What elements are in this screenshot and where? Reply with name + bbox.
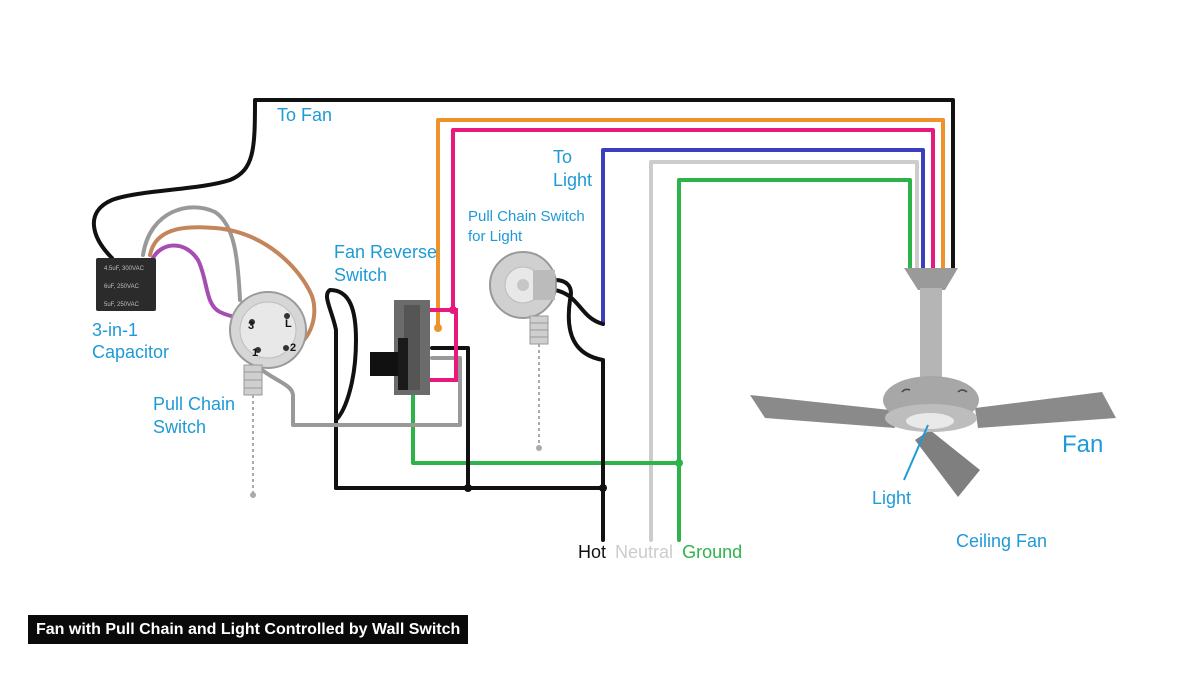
ceiling-fan: [750, 268, 1116, 497]
label-hot: Hot: [578, 542, 606, 562]
junction-hot-2: [599, 484, 607, 492]
capacitor-rating-1: 4.5uF, 300VAC: [104, 266, 145, 272]
fan-blade-right: [975, 392, 1116, 428]
wire-ground-branch: [411, 380, 681, 465]
wire-hot-to-switch: [325, 288, 358, 490]
light-pull-chain-switch: [489, 251, 557, 451]
junction-ground: [675, 459, 683, 467]
label-light: Light: [872, 488, 911, 508]
wire-gray-loop: [141, 205, 242, 302]
wire-brown: [148, 225, 317, 350]
svg-text:Hot Neutral Ground: Hot Neutral Ground: [578, 542, 742, 562]
fan-blade-left: [750, 395, 895, 428]
label-neutral: Neutral: [615, 542, 673, 562]
light-pointer-line: [903, 424, 929, 481]
wire-pink: [451, 128, 935, 310]
label-to-light-line1: To: [553, 147, 572, 167]
wire-hot: [553, 278, 605, 542]
capacitor: 4.5uF, 300VAC 6uF, 250VAC 5uF, 250VAC: [96, 258, 156, 311]
label-to-fan: To Fan: [277, 105, 332, 125]
fan-blade-bottom: [915, 430, 980, 497]
label-pull-chain-light-line2: for Light: [468, 228, 523, 245]
label-pull-chain-light-line1: Pull Chain Switch: [468, 208, 585, 225]
junction-pink: [449, 306, 457, 314]
capacitor-rating-3: 5uF, 250VAC: [104, 302, 140, 308]
wire-orange: [436, 118, 945, 330]
fan-pull-chain-switch: 3 L 1 2: [229, 291, 307, 498]
label-pull-chain-line2: Switch: [153, 417, 206, 437]
terminal-2: 2: [290, 342, 296, 354]
wire-light-switch-out: [553, 288, 605, 326]
terminal-3: 3: [248, 320, 254, 332]
label-capacitor-line1: 3-in-1: [92, 320, 138, 340]
junction-orange: [434, 324, 442, 332]
wire-gray-bottom: [260, 356, 462, 427]
label-fan: Fan: [1062, 431, 1103, 458]
label-ground: Ground: [682, 542, 742, 562]
label-ceiling-fan: Ceiling Fan: [956, 531, 1047, 551]
label-to-light-line2: Light: [553, 170, 592, 190]
label-capacitor-line2: Capacitor: [92, 342, 169, 362]
junction-hot-1: [464, 484, 472, 492]
reverse-switch-pink-loop: [426, 308, 458, 382]
wire-ground: [677, 178, 912, 542]
label-fan-reverse-line1: Fan Reverse: [334, 242, 437, 262]
diagram-caption: Fan with Pull Chain and Light Controlled…: [28, 615, 469, 644]
fan-reverse-switch: [370, 300, 430, 395]
label-fan-reverse-line2: Switch: [334, 265, 387, 285]
wire-black-to-fan: [92, 98, 955, 270]
wire-blue: [601, 148, 925, 326]
label-pull-chain-line1: Pull Chain: [153, 394, 235, 414]
capacitor-rating-2: 6uF, 250VAC: [104, 284, 140, 290]
terminal-1: 1: [252, 347, 258, 359]
wire-black-reverse: [430, 346, 470, 490]
wire-neutral: [649, 160, 919, 542]
terminal-l: L: [285, 318, 292, 330]
